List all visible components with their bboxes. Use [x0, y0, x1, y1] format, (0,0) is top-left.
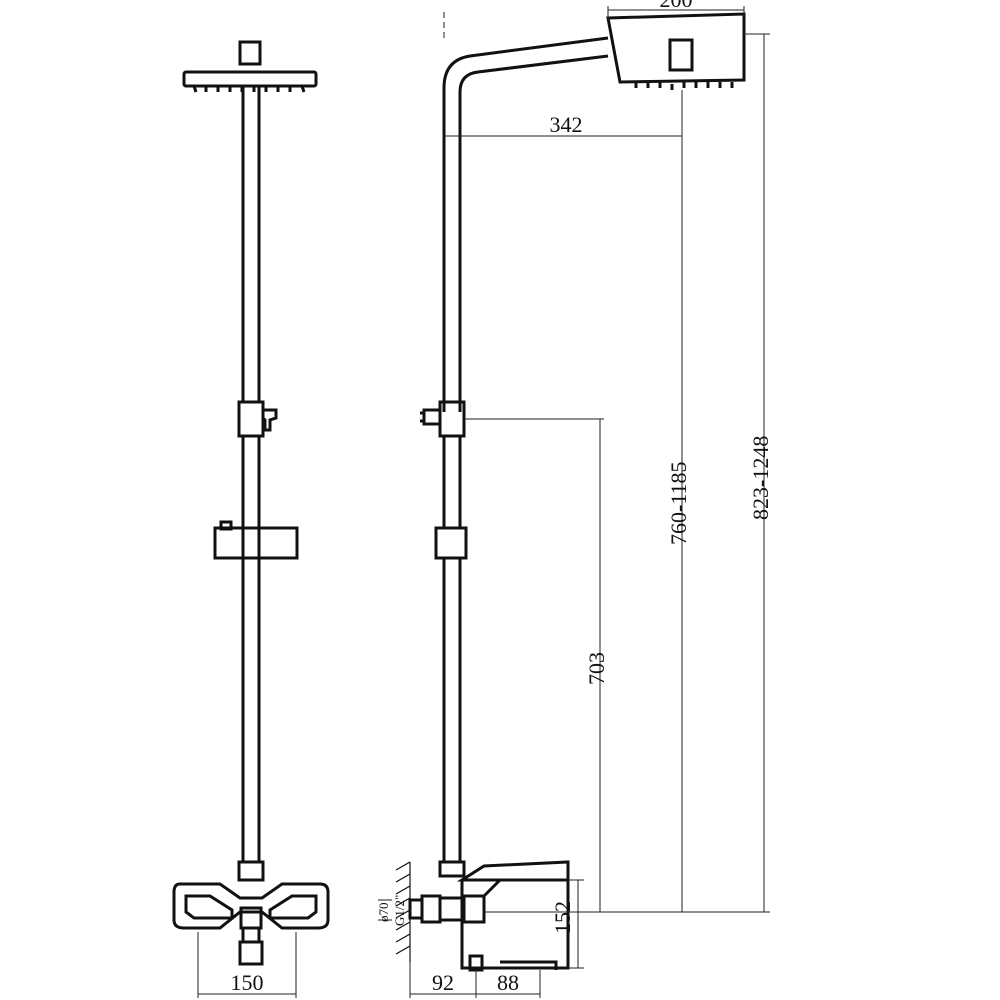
flange-diameter-label: ø70: [376, 903, 391, 923]
mixer-height-label: 152: [550, 901, 575, 934]
holder-height-label: 703: [584, 652, 609, 685]
dim-holder-height: 703: [464, 418, 609, 912]
dim-bottom-offsets: 92 88: [409, 962, 541, 998]
front-shower-head: [182, 40, 318, 93]
dim-head-width: 200: [607, 0, 745, 20]
dim-arm-length: 342: [444, 90, 683, 137]
wall-offset-label: 92: [432, 970, 454, 995]
flange-labels: ø70 G1/2": [376, 895, 407, 926]
side-shower-head: [606, 12, 746, 90]
front-view: 150: [172, 40, 330, 998]
side-holder: [434, 526, 468, 560]
spout-length-label: 88: [497, 970, 519, 995]
arm-length-label: 342: [550, 112, 583, 137]
dim-valve-width: 150: [197, 932, 297, 998]
dim-head-height: 760-1185: [666, 136, 691, 912]
dim-mixer-height: 152: [550, 879, 584, 969]
valve-width-label: 150: [231, 970, 264, 995]
front-holder: [213, 520, 299, 560]
front-diverter: [237, 400, 278, 438]
thread-label: G1/2": [392, 895, 407, 926]
overall-height-label: 823-1248: [748, 436, 773, 520]
head-height-label: 760-1185: [666, 461, 691, 545]
head-width-label: 200: [660, 0, 693, 12]
side-riser-arm: [442, 36, 609, 862]
side-view: ø70 G1/2" 200 342 760-1185 823-1248: [376, 0, 773, 998]
front-mixer: [172, 860, 330, 966]
side-mixer: [408, 860, 570, 972]
side-diverter: [420, 400, 466, 438]
dim-overall-height: 823-1248: [744, 33, 773, 912]
front-riser-pipe: [241, 86, 261, 862]
